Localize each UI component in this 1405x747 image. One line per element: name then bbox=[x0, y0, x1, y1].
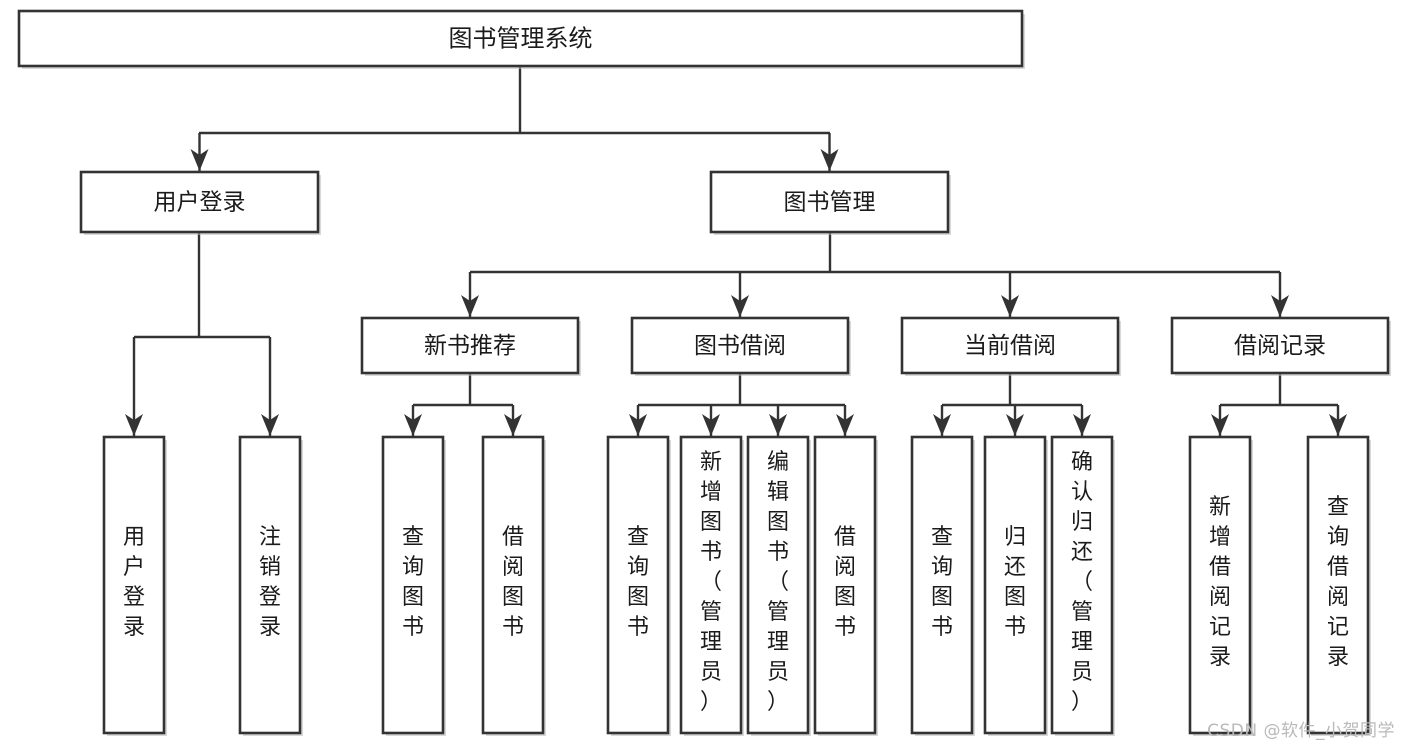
node-root[interactable]: 图书管理系统 bbox=[17, 9, 1025, 69]
connector-arrowhead bbox=[731, 295, 749, 317]
leaf-box bbox=[238, 435, 302, 735]
node-label: 图书管理系统 bbox=[449, 25, 593, 53]
leaf-box bbox=[481, 435, 545, 735]
node-box bbox=[1170, 316, 1390, 375]
leaf-box bbox=[983, 435, 1047, 735]
leaf-label: 查询图书 bbox=[627, 525, 649, 640]
connector-layer bbox=[125, 66, 1347, 436]
node-label: 图书借阅 bbox=[694, 333, 786, 359]
leaf-box bbox=[813, 435, 877, 735]
node-label: 当前借阅 bbox=[964, 333, 1056, 359]
leaf-box bbox=[102, 435, 166, 735]
connector-arrowhead bbox=[769, 414, 787, 436]
leaf-label: 新增借阅记录 bbox=[1209, 495, 1231, 670]
connector-arrowhead bbox=[1329, 414, 1347, 436]
node-label: 用户登录 bbox=[154, 190, 246, 216]
leaf-leaf-logout-login[interactable]: 注销登录 bbox=[238, 435, 303, 736]
leaf-box bbox=[606, 435, 670, 735]
leaf-label: 归还图书 bbox=[1004, 525, 1026, 640]
leaf-label: 借阅图书 bbox=[502, 525, 524, 640]
leaf-leaf-borrow-book-rec[interactable]: 借阅图书 bbox=[481, 435, 546, 736]
connector-arrowhead bbox=[933, 414, 951, 436]
leaf-label: 查询借阅记录 bbox=[1327, 495, 1349, 670]
leaf-label: 查询图书 bbox=[402, 525, 424, 640]
leaf-leaf-borrow-book[interactable]: 借阅图书 bbox=[813, 435, 878, 736]
node-box bbox=[630, 316, 850, 375]
leaf-leaf-query-book-borrow[interactable]: 查询图书 bbox=[606, 435, 671, 736]
leaf-leaf-add-book[interactable]: 新增图书（管理员） bbox=[679, 435, 744, 736]
leaf-leaf-query-borrow-record[interactable]: 查询借阅记录 bbox=[1306, 435, 1371, 736]
node-label: 借阅记录 bbox=[1234, 333, 1326, 359]
leaf-leaf-return-book[interactable]: 归还图书 bbox=[983, 435, 1048, 736]
leaf-box bbox=[1050, 435, 1114, 735]
leaf-layer: 用户登录 注销登录 查询图书 借阅图书 查询图书 新增图书（管理员） 编辑图书（管理员） 借阅… bbox=[102, 435, 1371, 736]
node-box bbox=[360, 316, 580, 375]
connector-arrowhead bbox=[1073, 414, 1091, 436]
leaf-label: 用户登录 bbox=[123, 525, 145, 640]
leaf-box bbox=[910, 435, 974, 735]
node-current-borrow[interactable]: 当前借阅 bbox=[900, 316, 1121, 376]
leaf-label: 注销登录 bbox=[259, 525, 281, 640]
node-label: 新书推荐 bbox=[424, 333, 516, 359]
leaf-box bbox=[1306, 435, 1370, 735]
connector-arrowhead bbox=[261, 414, 279, 436]
leaf-label: 确认归还（管理员） bbox=[1071, 450, 1093, 715]
leaf-leaf-edit-book[interactable]: 编辑图书（管理员） bbox=[746, 435, 811, 736]
leaf-label: 查询图书 bbox=[931, 525, 953, 640]
leaf-label: 新增图书（管理员） bbox=[700, 450, 722, 715]
node-box bbox=[900, 316, 1120, 375]
leaf-leaf-query-book-current[interactable]: 查询图书 bbox=[910, 435, 975, 736]
connector-arrowhead bbox=[702, 414, 720, 436]
node-box bbox=[79, 170, 320, 234]
connector-arrowhead bbox=[1006, 414, 1024, 436]
node-box bbox=[709, 170, 950, 234]
leaf-leaf-user-login[interactable]: 用户登录 bbox=[102, 435, 167, 736]
node-book-borrow[interactable]: 图书借阅 bbox=[630, 316, 851, 376]
connector-arrowhead bbox=[836, 414, 854, 436]
node-user-login[interactable]: 用户登录 bbox=[79, 170, 321, 235]
connector-arrowhead bbox=[190, 149, 209, 171]
node-borrow-record[interactable]: 借阅记录 bbox=[1170, 316, 1391, 376]
connector-arrowhead bbox=[820, 149, 839, 171]
leaf-box bbox=[679, 435, 743, 735]
leaf-leaf-confirm-return[interactable]: 确认归还（管理员） bbox=[1050, 435, 1115, 736]
leaf-leaf-add-borrow-record[interactable]: 新增借阅记录 bbox=[1188, 435, 1253, 736]
leaf-label: 编辑图书（管理员） bbox=[767, 450, 789, 715]
node-label: 图书管理 bbox=[784, 190, 876, 216]
connector-arrowhead bbox=[404, 414, 422, 436]
node-box bbox=[17, 9, 1024, 68]
leaf-box bbox=[746, 435, 810, 735]
leaf-label: 借阅图书 bbox=[834, 525, 856, 640]
connector-arrowhead bbox=[1211, 414, 1229, 436]
leaf-leaf-query-book-rec[interactable]: 查询图书 bbox=[381, 435, 446, 736]
node-book-manage[interactable]: 图书管理 bbox=[709, 170, 951, 235]
connector-arrowhead bbox=[1001, 295, 1019, 317]
leaf-box bbox=[381, 435, 445, 735]
connector-arrowhead bbox=[629, 414, 647, 436]
leaf-box bbox=[1188, 435, 1252, 735]
connector-arrowhead bbox=[504, 414, 522, 436]
connector-arrowhead bbox=[125, 414, 143, 436]
node-new-book-recommend[interactable]: 新书推荐 bbox=[360, 316, 581, 376]
connector-arrowhead bbox=[1271, 295, 1289, 317]
connector-arrowhead bbox=[461, 295, 479, 317]
